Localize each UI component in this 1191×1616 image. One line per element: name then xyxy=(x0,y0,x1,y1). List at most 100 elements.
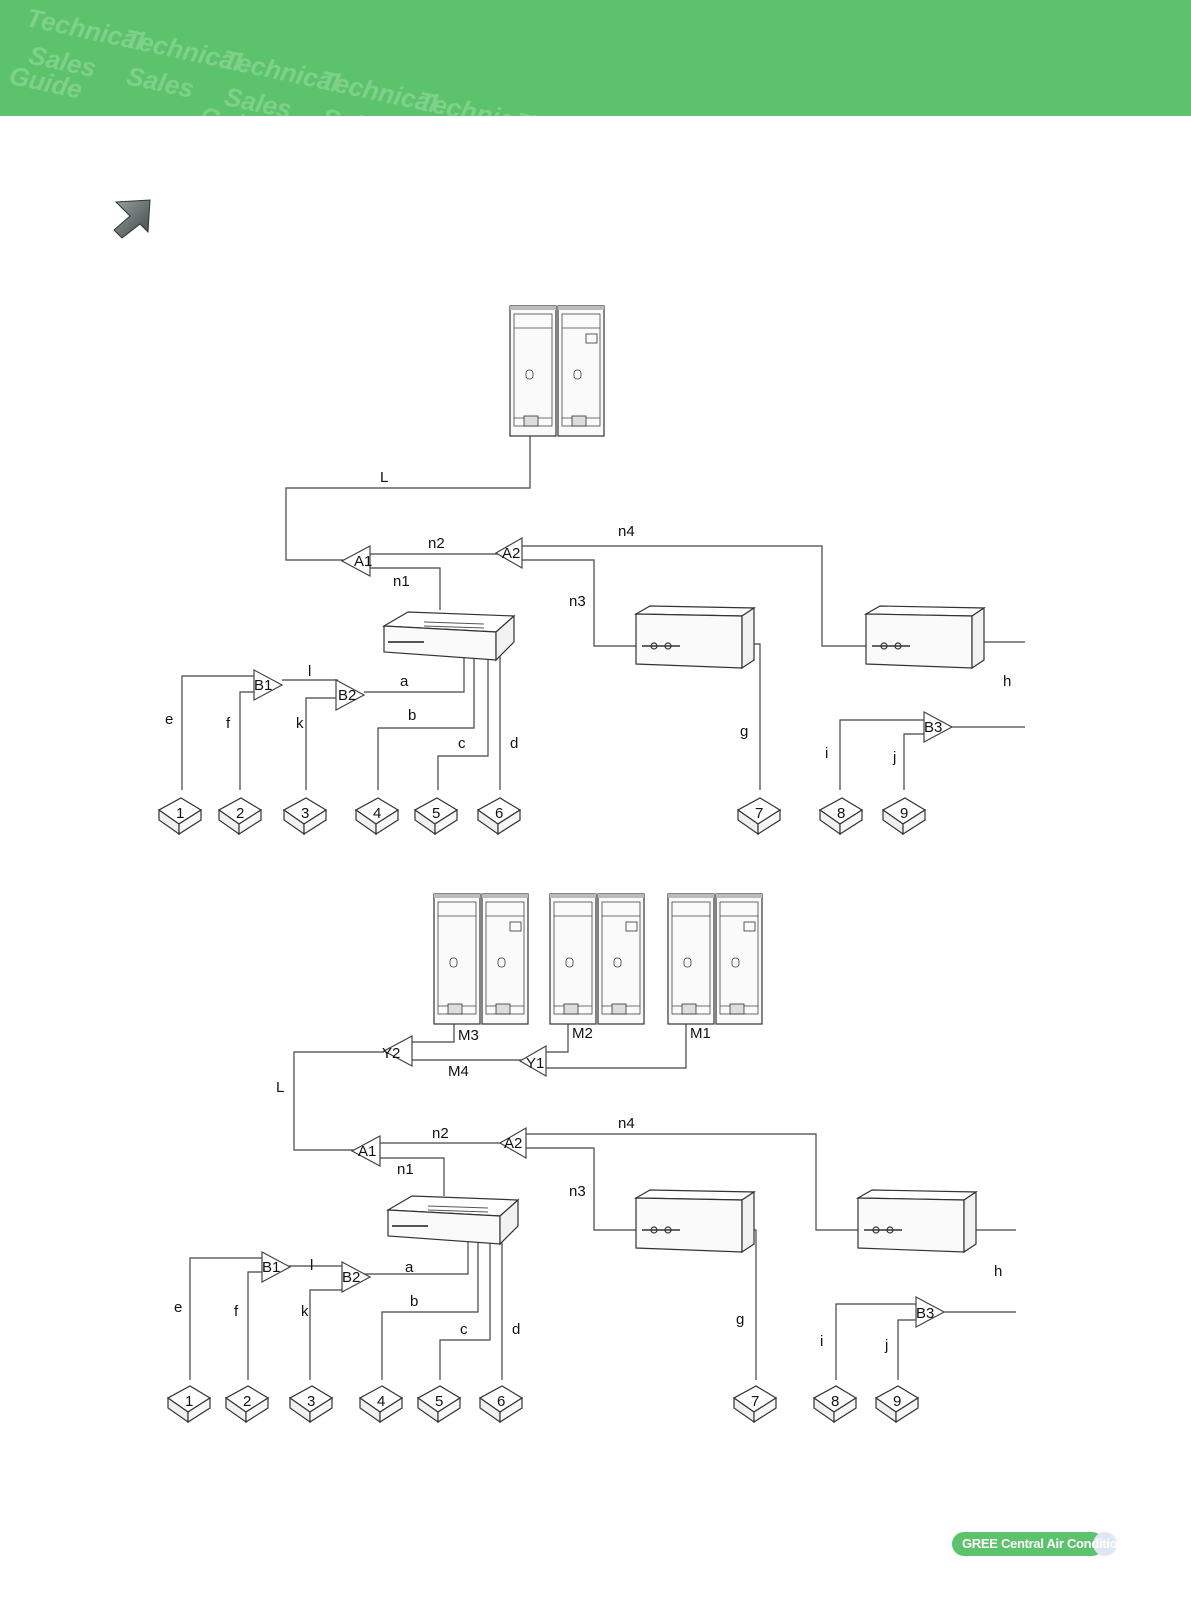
branch-joint-A2 xyxy=(494,536,523,570)
pipe-label-i: i xyxy=(825,745,828,762)
branch-joint-B1 xyxy=(253,668,284,702)
indoor-unit-number: 2 xyxy=(243,1393,251,1410)
joint-label-A1: A1 xyxy=(354,553,372,570)
pipe-label-j: j xyxy=(892,749,896,766)
indoor-unit-number: 6 xyxy=(495,805,503,822)
pipe-label-L: L xyxy=(380,469,388,486)
indoor-unit-number: 7 xyxy=(755,805,763,822)
pipe-label-k: k xyxy=(301,1303,309,1320)
header-banner: Technical Technical Technical Technical … xyxy=(0,0,1191,116)
pipe-label-n3: n3 xyxy=(569,593,586,610)
box-indoor-unit xyxy=(865,605,985,669)
pipe-label-e: e xyxy=(174,1299,182,1316)
box-indoor-unit xyxy=(635,1189,755,1253)
box-indoor-unit xyxy=(635,605,755,669)
joint-label-B3: B3 xyxy=(916,1305,934,1322)
indoor-unit-number: 5 xyxy=(435,1393,443,1410)
pipe-label-n1: n1 xyxy=(393,573,410,590)
indoor-unit-number: 7 xyxy=(751,1393,759,1410)
pipe-label-n2: n2 xyxy=(432,1125,449,1142)
indoor-unit-number: 5 xyxy=(432,805,440,822)
branch-joint-B1 xyxy=(261,1250,292,1284)
pipe-label-b: b xyxy=(408,707,416,724)
indoor-unit-number: 8 xyxy=(831,1393,839,1410)
joint-label-A1: A1 xyxy=(358,1143,376,1160)
pipe-label-d: d xyxy=(510,735,518,752)
outdoor-unit xyxy=(668,894,762,1024)
pipe-label-n3: n3 xyxy=(569,1183,586,1200)
branch-joint-A1 xyxy=(350,1134,381,1168)
box-indoor-unit xyxy=(857,1189,977,1253)
pipe-label-h: h xyxy=(994,1263,1002,1280)
branch-joint-B3 xyxy=(915,1295,946,1329)
indoor-unit-number: 2 xyxy=(236,805,244,822)
top-cassettes xyxy=(158,797,926,835)
joint-label-A2: A2 xyxy=(504,1135,522,1152)
branch-joint-B2 xyxy=(341,1260,372,1294)
footer-brand-badge: GREE Central Air Conditioners xyxy=(952,1532,1144,1558)
pipe-label-M1: M1 xyxy=(690,1025,711,1042)
brand-pill-bg xyxy=(952,1532,1104,1556)
joint-label-B2: B2 xyxy=(338,687,356,704)
branch-joint-Y2 xyxy=(382,1034,413,1068)
joint-label-B2: B2 xyxy=(342,1269,360,1286)
indoor-unit-number: 1 xyxy=(185,1393,193,1410)
ducted-indoor-unit xyxy=(387,1195,519,1245)
brand-text: GREE Central Air Conditioners xyxy=(962,1536,1144,1551)
pipe-label-c: c xyxy=(458,735,466,752)
pipe-label-g: g xyxy=(736,1311,744,1328)
pipe-label-n2: n2 xyxy=(428,535,445,552)
joint-label-B1: B1 xyxy=(262,1259,280,1276)
pipe-label-n4: n4 xyxy=(618,523,635,540)
branch-joint-A2 xyxy=(498,1126,527,1160)
branch-joint-B2 xyxy=(335,678,366,712)
branch-joint-B3 xyxy=(923,710,954,744)
indoor-unit-number: 8 xyxy=(837,805,845,822)
indoor-unit-number: 1 xyxy=(176,805,184,822)
pipe-label-f: f xyxy=(226,715,231,732)
pipe-label-a: a xyxy=(400,673,409,690)
pipe-label-l: l xyxy=(308,663,311,680)
branch-joint-A1 xyxy=(340,544,371,578)
pipe-label-f: f xyxy=(234,1303,239,1320)
branch-joint-Y1 xyxy=(518,1044,547,1078)
indoor-unit-number: 3 xyxy=(307,1393,315,1410)
ducted-indoor-unit xyxy=(383,611,515,661)
pipe-label-g: g xyxy=(740,723,748,740)
pipe-label-L: L xyxy=(276,1079,284,1096)
brand-pill-cap xyxy=(1093,1532,1117,1556)
joint-label-Y1: Y1 xyxy=(526,1055,544,1072)
diagram-bottom-lines xyxy=(189,1020,1016,1380)
pipe-label-k: k xyxy=(296,715,304,732)
pipe-label-c: c xyxy=(460,1321,468,1338)
indoor-unit-number: 9 xyxy=(900,805,908,822)
joint-label-B3: B3 xyxy=(924,719,942,736)
outdoor-unit xyxy=(434,894,528,1024)
pipe-label-l: l xyxy=(310,1257,313,1274)
pipe-label-a: a xyxy=(405,1259,414,1276)
pipe-label-n4: n4 xyxy=(618,1115,635,1132)
indoor-unit-number: 6 xyxy=(497,1393,505,1410)
pipe-label-b: b xyxy=(410,1293,418,1310)
outdoor-unit xyxy=(510,306,604,436)
pipe-label-n1: n1 xyxy=(397,1161,414,1178)
indoor-unit-number: 4 xyxy=(373,805,381,822)
joint-label-B1: B1 xyxy=(254,677,272,694)
indoor-unit-number: 4 xyxy=(377,1393,385,1410)
banner-pattern: Technical Technical Technical Technical … xyxy=(0,0,1191,116)
pipe-label-M3: M3 xyxy=(458,1027,479,1044)
indoor-unit-number: 3 xyxy=(301,805,309,822)
joint-label-Y2: Y2 xyxy=(382,1045,400,1062)
pipe-label-j: j xyxy=(884,1337,888,1354)
indoor-unit-number: 9 xyxy=(893,1393,901,1410)
pipe-label-i: i xyxy=(820,1333,823,1350)
outdoor-unit xyxy=(550,894,644,1024)
pipe-label-h: h xyxy=(1003,673,1011,690)
joint-label-A2: A2 xyxy=(502,545,520,562)
pipe-label-M2: M2 xyxy=(572,1025,593,1042)
pipe-label-e: e xyxy=(165,711,173,728)
arrow-up-right-icon xyxy=(110,196,156,240)
pipe-label-d: d xyxy=(512,1321,520,1338)
pipe-label-M4: M4 xyxy=(448,1063,469,1080)
